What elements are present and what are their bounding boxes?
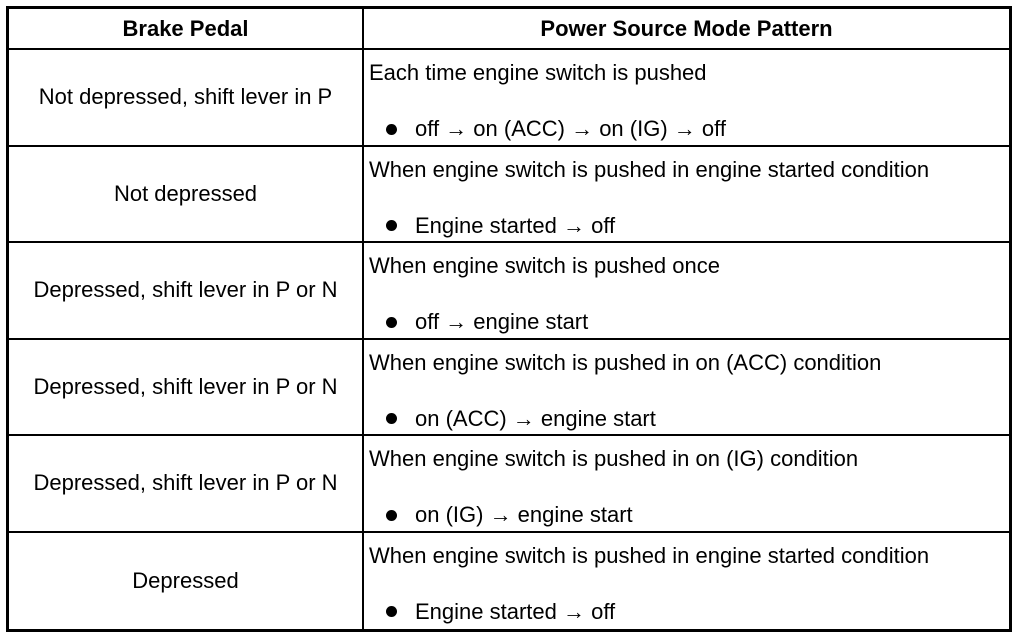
row-2-result: Engine started → off xyxy=(415,212,616,238)
header-brake-pedal: Brake Pedal xyxy=(9,9,364,50)
bullet-icon xyxy=(386,606,397,617)
row-4-condition: When engine switch is pushed in on (ACC)… xyxy=(369,349,882,375)
row-5-pattern: When engine switch is pushed in on (IG) … xyxy=(364,436,1009,533)
row-1-condition: Each time engine switch is pushed xyxy=(369,60,707,85)
row-5-condition: When engine switch is pushed in on (IG) … xyxy=(369,446,859,471)
row-6-result: Engine started → off xyxy=(415,598,616,624)
row-5-result: on (IG) → engine start xyxy=(415,502,633,527)
row-3-pattern: When engine switch is pushed once off → … xyxy=(364,243,1009,340)
row-2-condition: When engine switch is pushed in engine s… xyxy=(369,156,930,182)
row-5-result-item: on (IG) → engine start xyxy=(386,502,633,528)
bullet-icon xyxy=(386,220,397,231)
row-1-result-item: off → on (ACC) → on (IG) → off xyxy=(386,116,726,142)
row-3-result: off → engine start xyxy=(415,309,589,334)
bullet-icon xyxy=(386,509,397,521)
bullet-icon xyxy=(386,316,397,328)
row-4-brake-pedal: Depressed, shift lever in P or N xyxy=(9,339,364,436)
power-source-mode-table: Brake Pedal Power Source Mode Pattern No… xyxy=(6,6,1012,632)
row-1-brake-pedal: Not depressed, shift lever in P xyxy=(9,50,364,147)
row-4-result: on (ACC) → engine start xyxy=(415,405,656,431)
bullet-icon xyxy=(386,123,397,135)
row-3-result-item: off → engine start xyxy=(386,309,588,335)
row-1-result: off → on (ACC) → on (IG) → off xyxy=(415,116,726,141)
row-6-pattern: When engine switch is pushed in engine s… xyxy=(364,533,1009,630)
row-4-result-item: on (ACC) → engine start xyxy=(386,406,656,432)
row-3-brake-pedal: Depressed, shift lever in P or N xyxy=(9,243,364,340)
row-1-pattern: Each time engine switch is pushed off → … xyxy=(364,50,1009,147)
row-6-condition: When engine switch is pushed in engine s… xyxy=(369,542,930,568)
row-2-brake-pedal: Not depressed xyxy=(9,146,364,243)
header-power-source-mode-pattern: Power Source Mode Pattern xyxy=(364,9,1009,50)
row-2-result-item: Engine started → off xyxy=(386,213,615,239)
row-2-pattern: When engine switch is pushed in engine s… xyxy=(364,147,1009,243)
row-6-result-item: Engine started → off xyxy=(386,599,615,625)
bullet-icon xyxy=(386,413,397,424)
row-5-brake-pedal: Depressed, shift lever in P or N xyxy=(9,436,364,533)
row-4-pattern: When engine switch is pushed in on (ACC)… xyxy=(364,340,1009,436)
row-3-condition: When engine switch is pushed once xyxy=(369,253,720,278)
row-6-brake-pedal: Depressed xyxy=(9,532,364,629)
